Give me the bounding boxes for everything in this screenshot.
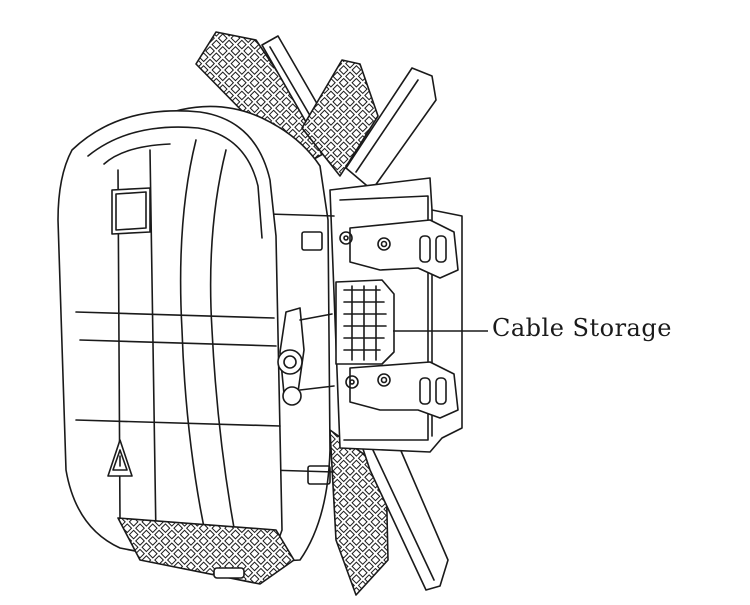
upper-mounting-arm-center — [301, 59, 379, 177]
screw-upper — [339, 231, 353, 245]
plug-prong-lower — [349, 361, 459, 419]
charger-housing-front — [57, 110, 283, 571]
screw-lower — [345, 375, 359, 389]
bottom-vent — [117, 517, 295, 585]
plug-prong-upper — [349, 219, 459, 279]
cable-storage-label: Cable Storage — [492, 314, 672, 342]
cable-storage-area — [335, 279, 395, 365]
side-latch — [277, 307, 335, 406]
warning-triangle-icon — [107, 439, 133, 477]
display-window — [111, 187, 151, 235]
